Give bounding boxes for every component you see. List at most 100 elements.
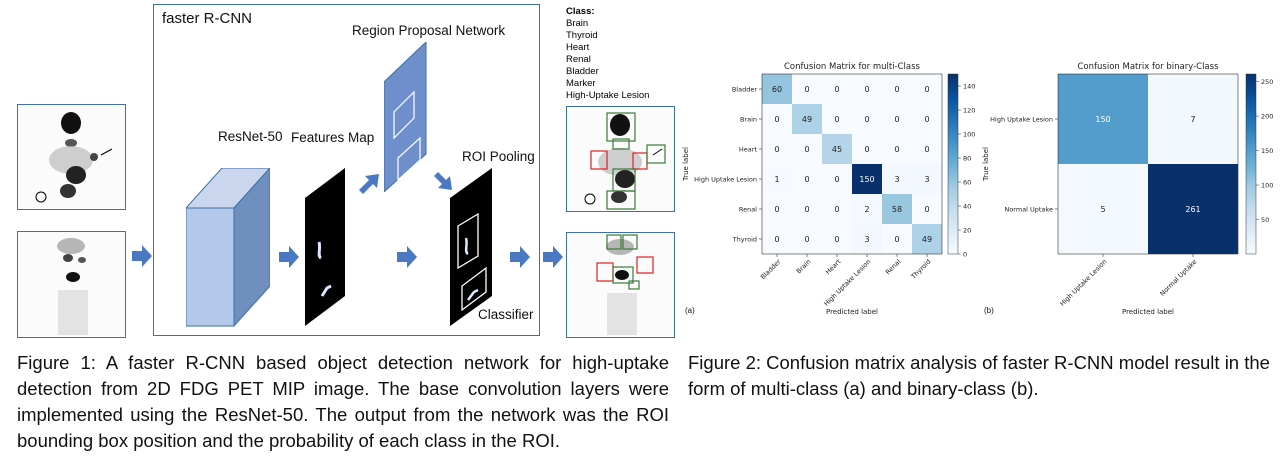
heatmap-cell xyxy=(762,134,792,164)
arrow-up-right-icon xyxy=(359,174,379,194)
pet-output-top xyxy=(566,106,675,212)
arrow-right-icon xyxy=(543,246,563,268)
cell-value-label: 0 xyxy=(804,235,809,244)
cell-value-label: 7 xyxy=(1190,115,1195,124)
y-tick-label: Renal xyxy=(739,206,757,214)
colorbar-tick-label: 80 xyxy=(963,155,971,163)
resnet-label: ResNet-50 xyxy=(218,129,283,144)
cell-value-label: 150 xyxy=(859,175,874,184)
x-tick-label: Thyroid xyxy=(909,258,933,282)
heatmap-cell xyxy=(912,224,942,254)
cell-value-label: 0 xyxy=(924,145,929,154)
heatmap-cell xyxy=(852,74,882,104)
heatmap-cell xyxy=(822,224,852,254)
cell-value-label: 0 xyxy=(774,115,779,124)
cell-value-label: 58 xyxy=(892,205,902,214)
y-axis-label: True label xyxy=(982,147,990,182)
arrow-right-icon xyxy=(397,246,417,268)
arrow-right-icon xyxy=(510,246,530,268)
cell-value-label: 60 xyxy=(772,85,782,94)
cell-value-label: 0 xyxy=(864,85,869,94)
pet-body-illustration xyxy=(57,238,88,335)
cell-value-label: 0 xyxy=(864,145,869,154)
x-tick-label: Renal xyxy=(884,258,903,277)
heatmap-cell xyxy=(762,224,792,254)
heatmap-cell xyxy=(852,134,882,164)
colorbar xyxy=(1245,73,1257,255)
heatmap-cell xyxy=(1148,74,1238,164)
heatmap-cell xyxy=(912,194,942,224)
cell-value-label: 49 xyxy=(922,235,932,244)
colorbar-tick-label: 40 xyxy=(963,203,971,211)
cell-value-label: 0 xyxy=(834,205,839,214)
x-tick-label: Normal Uptake xyxy=(1158,258,1198,298)
cell-value-label: 261 xyxy=(1185,205,1200,214)
class-legend-item: Brain xyxy=(566,18,589,29)
heatmap-cell xyxy=(822,74,852,104)
heatmap-cell xyxy=(792,194,822,224)
colorbar-tick-label: 250 xyxy=(1261,78,1273,86)
region-proposal-slab xyxy=(384,42,427,192)
confusion-matrix-multiclass: Confusion Matrix for multi-Class 60 0 0 0 0 0 0… xyxy=(682,62,975,316)
y-axis-label: True label xyxy=(682,147,690,182)
arrow-right-icon xyxy=(132,245,152,267)
cell-value-label: 45 xyxy=(832,145,842,154)
class-legend-item: High-Uptake Lesion xyxy=(566,90,650,101)
cell-value-label: 0 xyxy=(894,235,899,244)
y-tick-label: Heart xyxy=(739,146,758,154)
heatmap-cell xyxy=(762,194,792,224)
colorbar xyxy=(947,73,959,255)
cell-value-label: 0 xyxy=(924,85,929,94)
cell-value-label: 0 xyxy=(804,175,809,184)
figure1-caption: Figure 1: A faster R-CNN based object de… xyxy=(17,352,669,451)
colorbar-tick-label: 100 xyxy=(963,131,975,139)
colorbar-tick-label: 100 xyxy=(1261,182,1273,190)
heatmap-cell xyxy=(822,104,852,134)
cell-value-label: 0 xyxy=(894,85,899,94)
cell-value-label: 150 xyxy=(1095,115,1110,124)
heatmap-cell xyxy=(822,134,852,164)
frame-title: faster R-CNN xyxy=(162,10,253,27)
heatmap-cell xyxy=(882,104,912,134)
roi-pooling-slab xyxy=(450,168,492,326)
heatmap-cell xyxy=(792,74,822,104)
x-axis-label: Predicted label xyxy=(826,308,878,316)
chart-title: Confusion Matrix for multi-Class xyxy=(784,62,921,72)
heatmap-cell xyxy=(852,164,882,194)
features-map-label: Features Map xyxy=(291,130,375,145)
plot-frame xyxy=(761,73,943,255)
class-legend-item: Marker xyxy=(566,78,596,89)
colorbar-tick-label: 140 xyxy=(963,83,975,91)
class-legend-title: Class: xyxy=(566,6,595,17)
heatmap-cell xyxy=(762,164,792,194)
heatmap-cell xyxy=(792,164,822,194)
heatmap-cell xyxy=(1058,74,1148,164)
cell-value-label: 0 xyxy=(864,115,869,124)
class-legend-item: Bladder xyxy=(566,66,599,77)
plot-frame xyxy=(1057,73,1239,255)
colorbar-tick-label: 200 xyxy=(1261,113,1273,121)
heatmap-cell xyxy=(852,194,882,224)
roi-pooling-label: ROI Pooling xyxy=(462,149,535,164)
cell-value-label: 0 xyxy=(774,235,779,244)
heatmap-cell xyxy=(822,164,852,194)
heatmap-cell xyxy=(912,164,942,194)
colorbar-tick-label: 20 xyxy=(963,227,971,235)
heatmap-cell xyxy=(822,194,852,224)
heatmap-cell xyxy=(762,74,792,104)
panel-b-label: (b) xyxy=(984,306,994,315)
x-axis-label: Predicted label xyxy=(1122,308,1174,316)
colorbar-tick-label: 60 xyxy=(963,179,971,187)
class-legend: Class: Brain Thyroid Heart Renal Bladder… xyxy=(566,6,649,102)
cell-value-label: 0 xyxy=(924,115,929,124)
cell-value-label: 0 xyxy=(924,205,929,214)
rpn-label: Region Proposal Network xyxy=(352,23,506,38)
cell-value-label: 0 xyxy=(894,145,899,154)
colorbar-tick-label: 0 xyxy=(963,251,967,259)
heatmap-cell xyxy=(912,134,942,164)
cell-value-label: 0 xyxy=(774,205,779,214)
heatmap-cell xyxy=(912,104,942,134)
pet-mip-input-bottom xyxy=(17,231,126,338)
cell-value-label: 0 xyxy=(834,115,839,124)
